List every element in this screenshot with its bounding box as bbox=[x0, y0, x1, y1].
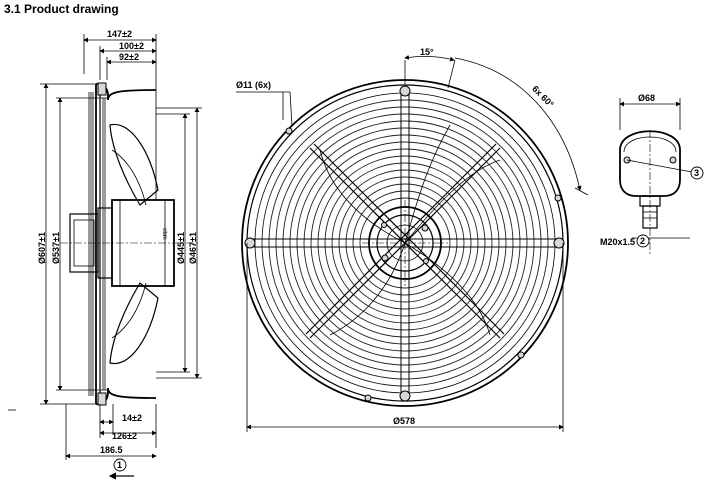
dim-68: Ø68 bbox=[638, 93, 655, 103]
dim-92: 92±2 bbox=[119, 52, 139, 62]
dim-6x60: 6x 60° bbox=[530, 84, 556, 110]
mounting-hole-bottom-icon bbox=[399, 390, 411, 402]
callout-3-circle bbox=[690, 166, 704, 180]
dim-467: Ø467±1 bbox=[188, 232, 198, 264]
callout-3: 3 bbox=[694, 168, 699, 178]
callout-2: 2 bbox=[640, 236, 645, 246]
guard-rings bbox=[261, 99, 549, 387]
dim-100: 100±2 bbox=[119, 41, 144, 51]
dim-15deg: 15° bbox=[420, 47, 434, 57]
mounting-hole-left-icon bbox=[244, 237, 256, 249]
top-bolt-icon bbox=[97, 82, 107, 96]
front-view: 15° 6x 60° Ø11 (6x) Ø578 bbox=[236, 47, 589, 432]
dim-147: 147±2 bbox=[107, 29, 132, 39]
side-view: 147±2 100±2 92±2 bbox=[8, 29, 202, 480]
side-guard-wires bbox=[88, 92, 106, 396]
dim-445: Ø445±1 bbox=[176, 232, 186, 264]
section-heading: 3.1 Product drawing bbox=[4, 2, 119, 16]
dim-hole: Ø11 (6x) bbox=[236, 80, 271, 90]
dim-126: 126±2 bbox=[112, 431, 137, 441]
motor-label: ebm bbox=[161, 228, 167, 240]
detail-view: Ø68 3 M20x1.5 2 bbox=[600, 93, 704, 255]
callout-2-circle bbox=[636, 234, 650, 248]
callout-1: 1 bbox=[117, 460, 122, 470]
mounting-hole-right-icon bbox=[553, 237, 565, 249]
dim-186: 186.5 bbox=[100, 445, 123, 455]
dim-578: Ø578 bbox=[393, 416, 415, 426]
dim-14: 14±2 bbox=[122, 413, 142, 423]
callout-1-circle bbox=[113, 458, 127, 472]
dim-607: Ø607±1 bbox=[37, 232, 47, 264]
mounting-hole-top-icon bbox=[399, 85, 411, 97]
terminal-box-detail bbox=[619, 130, 681, 197]
bottom-bolt-icon bbox=[97, 392, 107, 406]
dim-537: Ø537±1 bbox=[51, 232, 61, 264]
thread-size: M20x1.5 bbox=[600, 237, 635, 247]
